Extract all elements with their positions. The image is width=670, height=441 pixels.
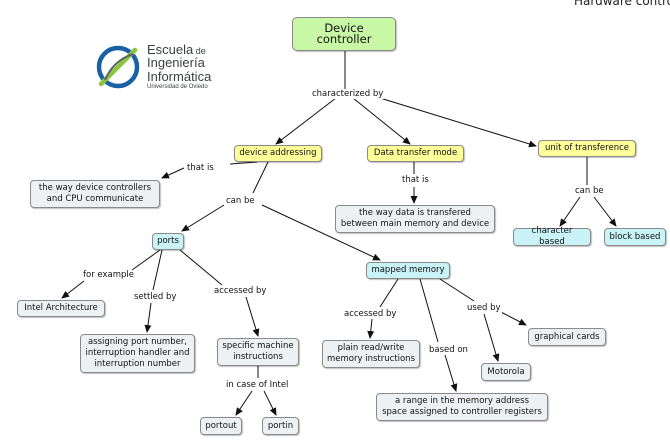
node-way-data-transfered[interactable]: the way data is transfered between main … [335,205,495,233]
connector-line [131,249,161,271]
node-graphical-cards[interactable]: graphical cards [528,328,606,346]
edge-label-settled-by: settled by [133,292,178,302]
edge-label-used-by: used by [466,303,502,313]
connector-arrow [263,390,277,416]
edge-label-in-case-of-intel: in case of Intel [225,380,290,390]
connector-arrow [235,390,253,416]
logo-line-4: Universidad de Oviedo [147,84,208,90]
node-device-controller[interactable]: Device controller [292,17,396,51]
connector-line [152,249,163,291]
node-memory-address-range[interactable]: a range in the memory address space assi… [376,393,548,421]
connector-arrow [144,302,152,333]
connector-arrow [181,204,225,232]
connector-line [179,249,223,286]
connector-arrow [496,309,527,326]
connector-arrow [261,204,381,261]
connector-line [439,278,475,302]
node-block-based[interactable]: block based [604,228,666,246]
university-logo: Escuela de Ingeniería Informática Univer… [95,40,235,100]
node-data-transfer-mode[interactable]: Data transfer mode [367,145,464,162]
node-portout[interactable]: portout [200,417,242,435]
connector-arrow [593,196,617,227]
logo-line-2: Ingeniería [147,55,205,70]
node-portin[interactable]: portin [262,417,299,435]
connector-arrow [245,296,260,337]
connector-arrow [275,97,337,145]
node-specific-machine-instructions[interactable]: specific machine instructions [217,338,299,366]
edge-label-can-be: can be [225,196,256,206]
connector-line [252,161,269,194]
connector-arrow [483,313,500,362]
connector-line [419,278,439,343]
node-unit-of-transference[interactable]: unit of transference [538,140,636,157]
edge-label-accessed-by: accessed by [213,286,268,296]
node-mapped-memory[interactable]: mapped memory [366,262,450,279]
node-assigning-port-number[interactable]: assigning port number, interruption hand… [80,334,195,373]
school-logo-icon [96,45,140,89]
connector-arrow [559,196,581,227]
connector-arrow [161,167,185,179]
connector-arrow [367,318,375,339]
edge-label-characterized-by: characterized by [311,89,385,99]
connector-arrow [352,97,411,145]
edge-label-can-be: can be [574,186,605,196]
edge-label-that-is: that is [186,163,215,173]
logo-line-1: Escuela de [147,42,206,57]
edge-label-for-example: for example [82,270,135,280]
connector-line [229,161,258,165]
connector-arrow [61,280,85,299]
connector-line [379,278,399,308]
node-way-device-controllers-communicate[interactable]: the way device controllers and CPU commu… [30,180,160,208]
connector-arrow [444,354,458,392]
node-ports[interactable]: ports [152,233,184,250]
node-intel-architecture[interactable]: Intel Architecture [17,300,105,317]
edge-label-based-on: based on [428,345,469,355]
edge-label-accessed-by: accessed by [343,309,398,319]
node-motorola[interactable]: Motorola [481,363,531,381]
edge-label-that-is: that is [401,175,430,185]
node-character-based[interactable]: character based [513,226,591,247]
connector-arrow [379,97,537,148]
node-plain-read-write[interactable]: plain read/write memory instructions [322,340,420,368]
header-corner-text: Hardware contro [573,0,670,8]
node-device-addressing[interactable]: device addressing [234,145,322,162]
logo-line-3: Informática [147,69,212,84]
